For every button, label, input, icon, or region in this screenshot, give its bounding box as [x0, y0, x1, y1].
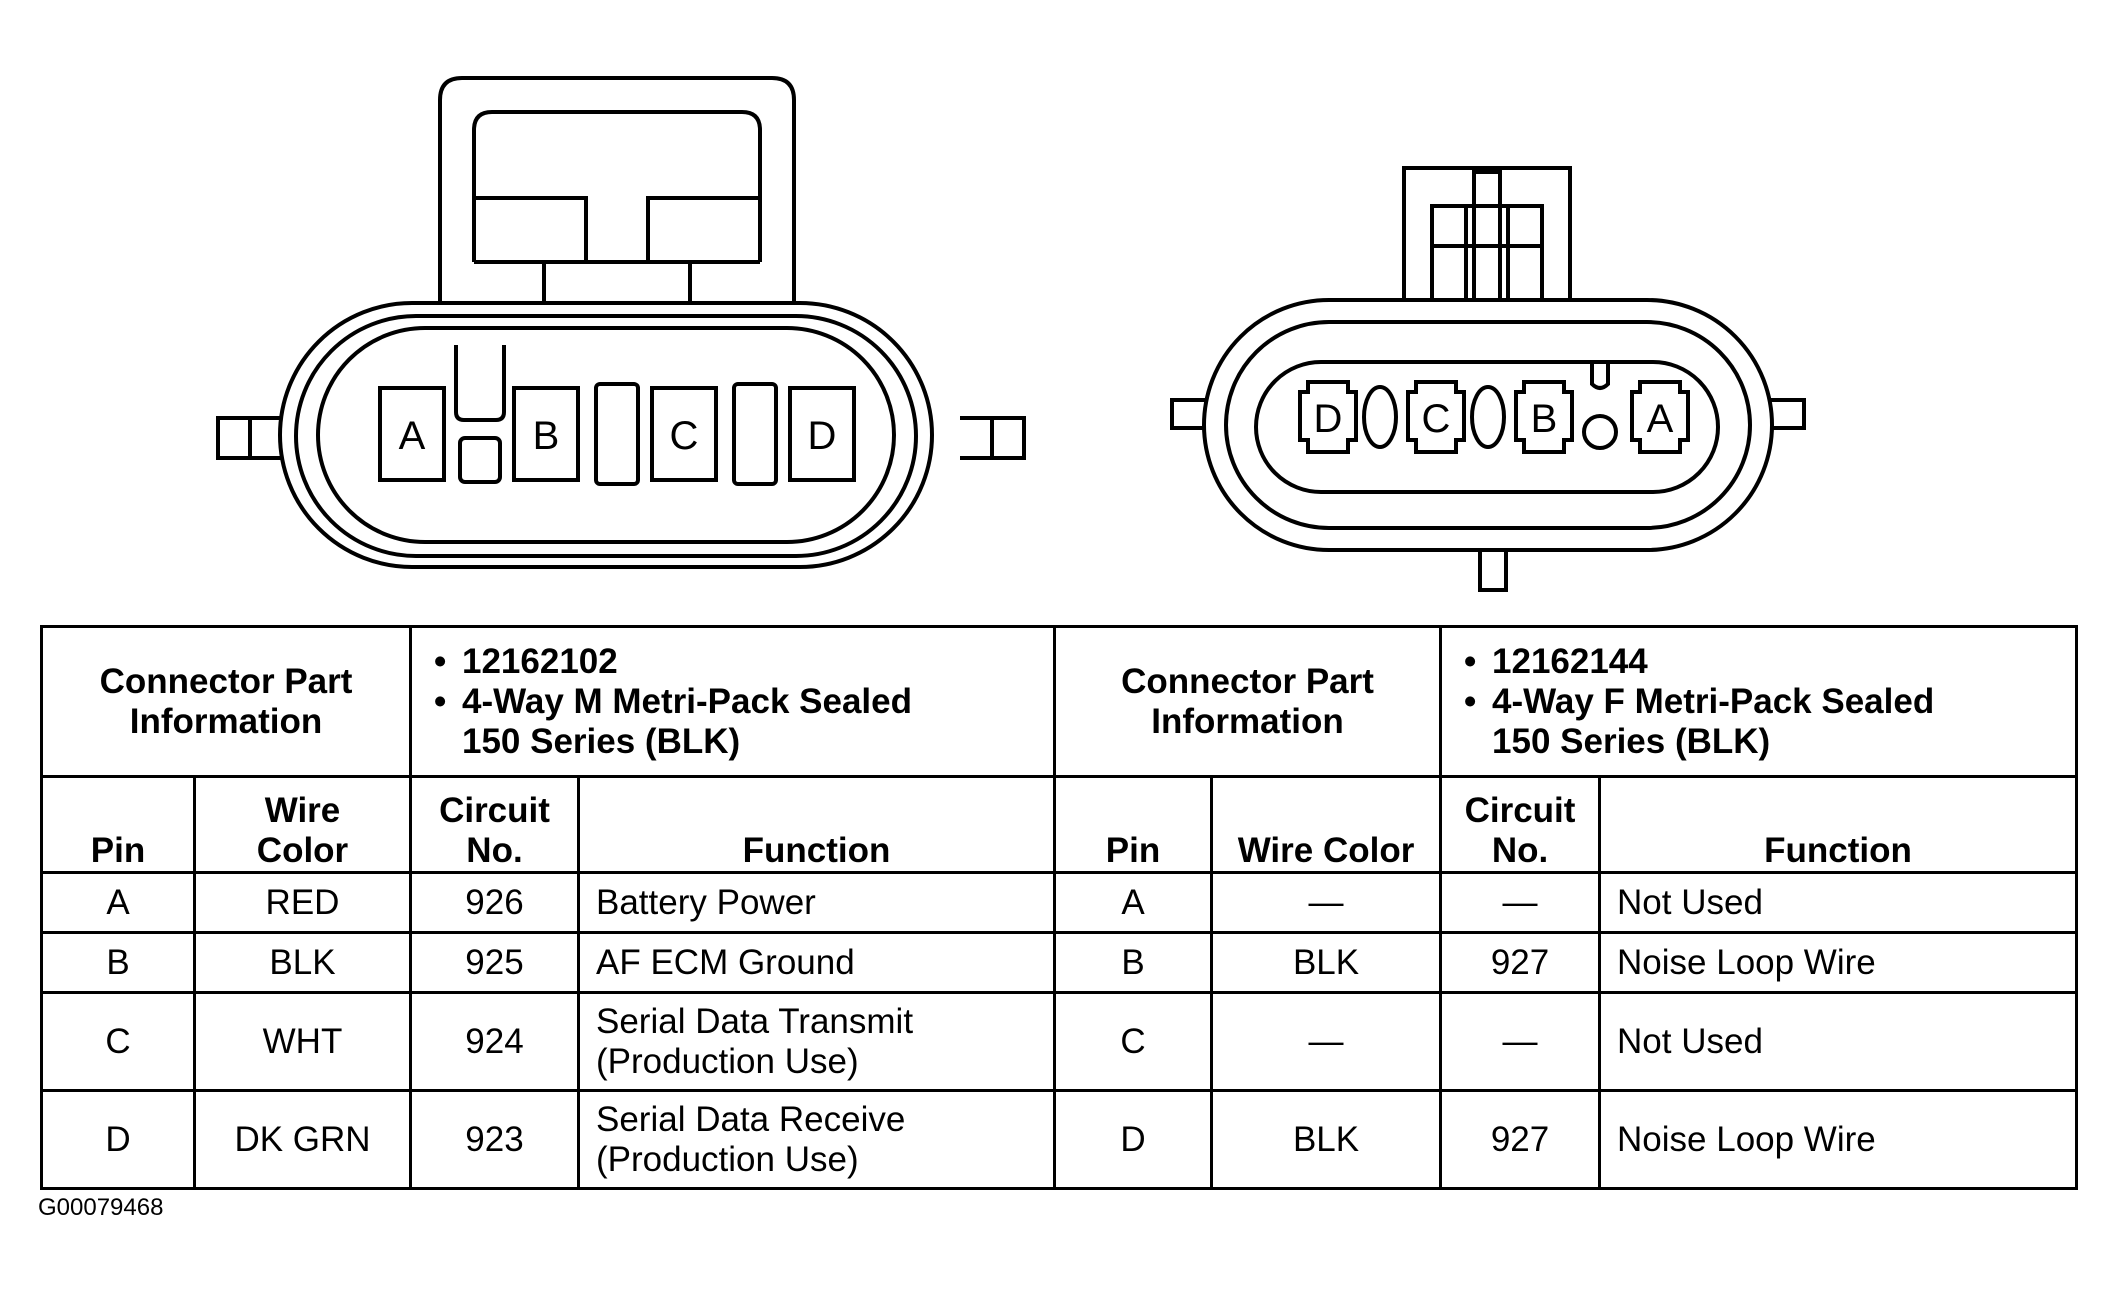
female-pin-label-c: C — [1422, 397, 1451, 441]
male-left-tab — [216, 416, 282, 460]
left-pin-cell: D — [40, 1089, 196, 1190]
right-wire-color-cell: BLK — [1210, 1089, 1443, 1190]
table-row: A RED 926 Battery Power A — — Not Used — [40, 871, 2079, 934]
male-body-outer — [278, 301, 934, 569]
female-body-inner — [1224, 320, 1752, 530]
left-pin-cell: A — [40, 871, 196, 934]
left-circuit-cell: 923 — [409, 1089, 580, 1190]
right-function-cell: Noise Loop Wire — [1598, 931, 2079, 994]
male-cavity-c — [650, 386, 718, 482]
left-col-function: Function — [576, 775, 1057, 874]
left-col-pin: Pin — [40, 775, 196, 874]
right-function-cell: Noise Loop Wire — [1598, 1089, 2079, 1190]
left-wire-color-cell: DK GRN — [193, 1089, 412, 1190]
male-cavity-d — [788, 386, 856, 482]
female-pin-label-a: A — [1647, 397, 1674, 441]
right-col-circuit: Circuit No. — [1439, 775, 1602, 874]
right-pin-cell: A — [1053, 871, 1214, 934]
female-pin-label-b: B — [1531, 397, 1558, 441]
male-connector: A B C D — [216, 76, 1026, 569]
male-body-inner — [294, 314, 918, 558]
right-pin-cell: C — [1053, 991, 1214, 1092]
female-pin-label-d: D — [1314, 397, 1343, 441]
left-pin-cell: B — [40, 931, 196, 994]
left-function-cell: AF ECM Ground — [576, 931, 1057, 994]
female-spacer-2 — [1470, 385, 1506, 449]
male-body-face — [316, 326, 896, 544]
male-pin-label-d: D — [808, 414, 837, 458]
male-pin-label-c: C — [670, 414, 699, 458]
male-right-tab — [960, 416, 1026, 460]
right-function-cell: Not Used — [1598, 991, 2079, 1092]
left-circuit-cell: 924 — [409, 991, 580, 1092]
left-wire-color-cell: BLK — [193, 931, 412, 994]
right-col-function: Function — [1598, 775, 2079, 874]
male-spacer-1 — [594, 382, 640, 486]
female-left-tab — [1170, 398, 1206, 430]
female-cavity-c — [1406, 380, 1466, 454]
left-function-cell: Serial Data Transmit (Production Use) — [576, 991, 1057, 1092]
male-cavity-b — [512, 386, 580, 482]
male-keyway — [454, 345, 506, 422]
right-connector-part-label: Connector Part Information — [1053, 625, 1443, 778]
male-latch — [438, 76, 796, 305]
female-body-outer — [1202, 298, 1774, 552]
female-cavity-d — [1298, 380, 1358, 454]
female-cavity-b — [1514, 380, 1574, 454]
female-bottom-post — [1478, 548, 1508, 592]
left-wire-color-cell: WHT — [193, 991, 412, 1092]
right-wire-color-cell: BLK — [1210, 931, 1443, 994]
right-part-number: 12162144 — [1458, 642, 2059, 682]
left-function-cell: Battery Power — [576, 871, 1057, 934]
left-circuit-cell: 925 — [409, 931, 580, 994]
right-col-pin: Pin — [1053, 775, 1214, 874]
right-circuit-cell: 927 — [1439, 931, 1602, 994]
male-pin-label-b: B — [533, 414, 560, 458]
left-connector-part-info: 12162102 4-Way M Metri-Pack Sealed 150 S… — [408, 625, 1057, 778]
right-wire-color-cell: — — [1210, 991, 1443, 1092]
male-spacer-2 — [732, 382, 778, 486]
figure-id: G00079468 — [38, 1194, 164, 1221]
male-pin-label-a: A — [399, 414, 426, 458]
female-connector: D C B A — [1170, 166, 1806, 592]
right-function-cell: Not Used — [1598, 871, 2079, 934]
female-right-tab — [1770, 398, 1806, 430]
male-cavity-a — [378, 386, 446, 482]
female-body-face — [1254, 360, 1720, 494]
right-circuit-cell: — — [1439, 991, 1602, 1092]
right-col-wire-color: Wire Color — [1210, 775, 1443, 874]
left-wire-color-cell: RED — [193, 871, 412, 934]
left-circuit-cell: 926 — [409, 871, 580, 934]
table-row: C WHT 924 Serial Data Transmit (Producti… — [40, 991, 2079, 1092]
connector-part-row: Connector Part Information 12162102 4-Wa… — [40, 625, 2079, 778]
female-spacer-3 — [1582, 414, 1618, 450]
female-cavity-a — [1630, 380, 1690, 454]
female-lock-tower — [1402, 166, 1572, 302]
female-key-notch — [1590, 362, 1610, 390]
right-wire-color-cell: — — [1210, 871, 1443, 934]
connector-info-table: Connector Part Information 12162102 4-Wa… — [40, 625, 2079, 1190]
right-connector-part-info: 12162144 4-Way F Metri-Pack Sealed 150 S… — [1439, 625, 2079, 778]
right-pin-cell: B — [1053, 931, 1214, 994]
connector-diagrams: A B C D D C B A — [216, 76, 1806, 592]
left-function-cell: Serial Data Receive (Production Use) — [576, 1089, 1057, 1190]
female-spacer-1 — [1362, 385, 1398, 449]
table-row: D DK GRN 923 Serial Data Receive (Produc… — [40, 1089, 2079, 1190]
male-latch-inner — [472, 110, 762, 262]
column-header-row: Pin Wire Color Circuit No. Function Pin … — [40, 775, 2079, 874]
left-col-circuit: Circuit No. — [409, 775, 580, 874]
right-circuit-cell: 927 — [1439, 1089, 1602, 1190]
table-row: B BLK 925 AF ECM Ground B BLK 927 Noise … — [40, 931, 2079, 994]
left-connector-part-label: Connector Part Information — [40, 625, 412, 778]
right-pin-cell: D — [1053, 1089, 1214, 1190]
right-part-description: 4-Way F Metri-Pack Sealed 150 Series (BL… — [1458, 682, 2059, 762]
left-col-wire-color: Wire Color — [193, 775, 412, 874]
right-circuit-cell: — — [1439, 871, 1602, 934]
left-part-number: 12162102 — [428, 642, 1037, 682]
left-pin-cell: C — [40, 991, 196, 1092]
left-part-description: 4-Way M Metri-Pack Sealed 150 Series (BL… — [428, 682, 1037, 762]
